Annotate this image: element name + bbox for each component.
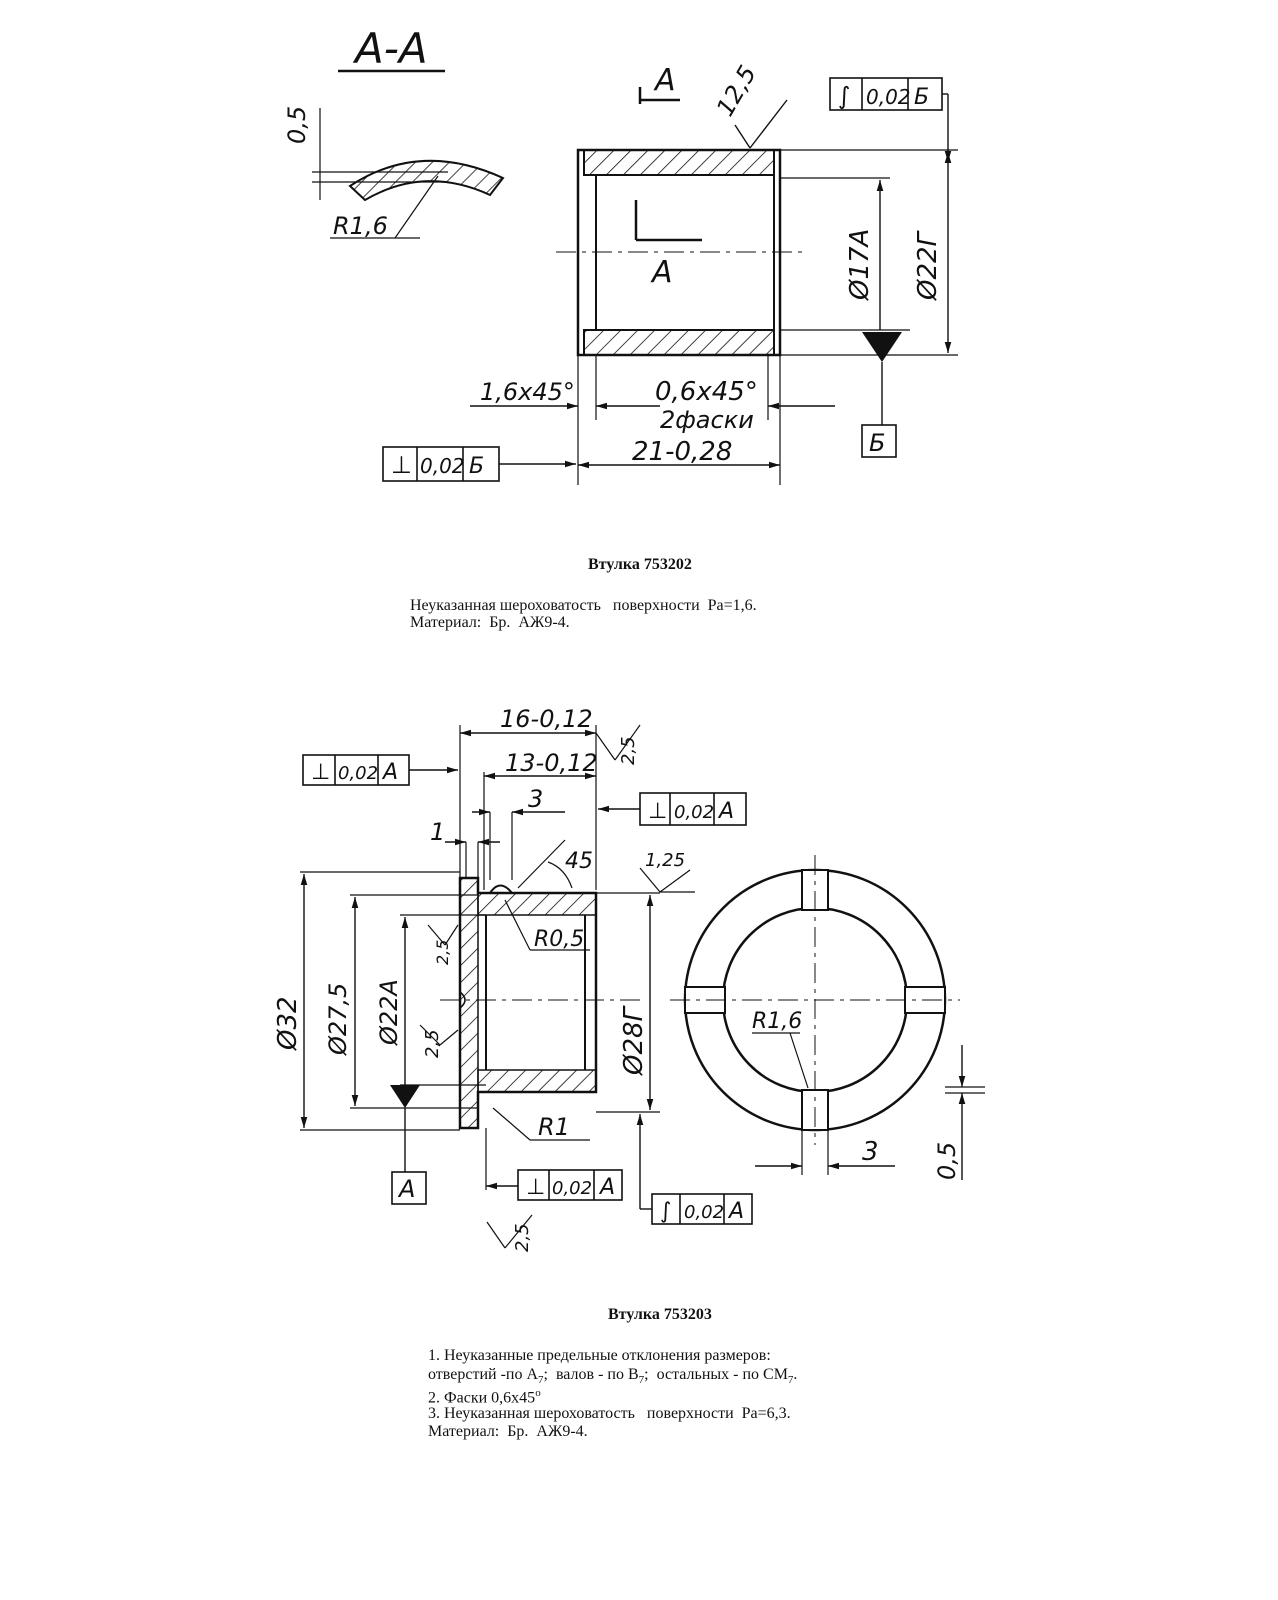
tol-right-datum: А [717, 799, 734, 824]
tol-bottom-value: 0,02 [552, 1178, 592, 1199]
part2-note-3: 2. Фаски 0,6х45о [428, 1387, 541, 1407]
roughness-top: 2,5 [618, 736, 639, 765]
tol-bottom-symbol: ⊥ [526, 1175, 545, 1200]
roughness-mid: 2,5 [422, 1029, 443, 1058]
dim-flange-dia: Ø32 [273, 996, 303, 1051]
dim-r1: R1 [538, 1113, 570, 1141]
dim-groove: 3 [528, 785, 543, 813]
dim-chamfer-left: 1,6х45° [480, 378, 575, 406]
dim-recess-dia: Ø27,5 [324, 983, 352, 1056]
tol-bottom-datum: А [598, 1175, 615, 1200]
tol-right-symbol: ⊥ [648, 799, 667, 824]
part2-drawing: 16-0,12 13-0,12 2,5 3 1 45 ⊥ 0,02 А [273, 705, 985, 1252]
dim-body-length: 13-0,12 [505, 749, 598, 777]
tol-runout-symbol: ∫ [838, 82, 851, 110]
tol-left-datum: А [381, 760, 398, 785]
part2-note-5: Материал: Бр. АЖ9-4. [428, 1423, 588, 1440]
roughness-right: 1,25 [645, 850, 685, 871]
roughness-bottom: 2,5 [512, 1223, 533, 1252]
tol-runout-datum: Б [914, 85, 929, 110]
dim-outer: Ø28Г [619, 1004, 649, 1076]
part2-note-2: отверстий -по А7; валов - по В7; остальн… [428, 1366, 798, 1387]
tol-left-value: 0,02 [338, 763, 378, 784]
datum-label: А [397, 1175, 415, 1203]
part2-note-4: 3. Неуказанная шероховатость поверхности… [428, 1405, 791, 1422]
dim-r05: R0,5 [534, 927, 584, 952]
tol-right-value: 0,02 [674, 802, 714, 823]
part1-caption-line-2: Материал: Бр. АЖ9-4. [410, 614, 570, 631]
part1-caption-line-1: Неуказанная шероховатость поверхности Ра… [410, 597, 757, 614]
dim-bore: Ø22А [375, 979, 403, 1046]
dim-chamfer-count: 2фаски [660, 406, 754, 434]
dim-total-length: 16-0,12 [500, 705, 593, 733]
tol-runout-value: 0,02 [866, 85, 911, 109]
dim-length: 21-0,28 [632, 437, 732, 467]
part1-caption-title: Втулка 753202 [588, 556, 692, 573]
dim-chamfer-thickness: 0,5 [283, 106, 311, 144]
dim-chamfer-right: 0,6х45° [655, 377, 758, 407]
tol-runout-symbol: ∫ [660, 1199, 671, 1224]
roughness-left: 2,5 [433, 940, 452, 965]
dim-angle: 45 [565, 849, 593, 874]
tol-bottom-frame [517, 1169, 623, 1201]
datum-box [861, 424, 897, 458]
part2-caption-title: Втулка 753203 [608, 1306, 712, 1323]
datum-box [391, 1171, 427, 1205]
dim-slot-depth: 0,5 [933, 1142, 961, 1180]
dim-slot: 3 [862, 1137, 879, 1167]
dim-r16: R1,6 [752, 1009, 802, 1034]
dim-radius: R1,6 [333, 212, 388, 240]
datum-label: Б [869, 429, 885, 457]
part1-drawing: А-А 0,5 R1,6 А А 12,5 ∫ 0,02 [283, 24, 958, 485]
tol-runout-datum: А [727, 1199, 744, 1224]
part2-note-1: 1. Неуказанные предельные отклонения раз… [428, 1347, 771, 1364]
dim-flange: 1 [430, 818, 445, 846]
tol-perp-value: 0,02 [420, 454, 465, 478]
dim-outer: Ø22Г [913, 229, 943, 301]
section-arc [348, 159, 505, 202]
dim-bore: Ø17А [845, 229, 875, 301]
cut-label-top: А [653, 63, 676, 98]
section-label: А-А [352, 24, 428, 73]
tol-left-symbol: ⊥ [311, 760, 330, 785]
tol-perp-datum: Б [469, 454, 484, 479]
cut-label-mid: А [650, 255, 673, 290]
tol-runout-value: 0,02 [684, 1202, 724, 1223]
tol-perp-symbol: ⊥ [391, 451, 412, 479]
roughness-top: 12,5 [711, 61, 762, 121]
